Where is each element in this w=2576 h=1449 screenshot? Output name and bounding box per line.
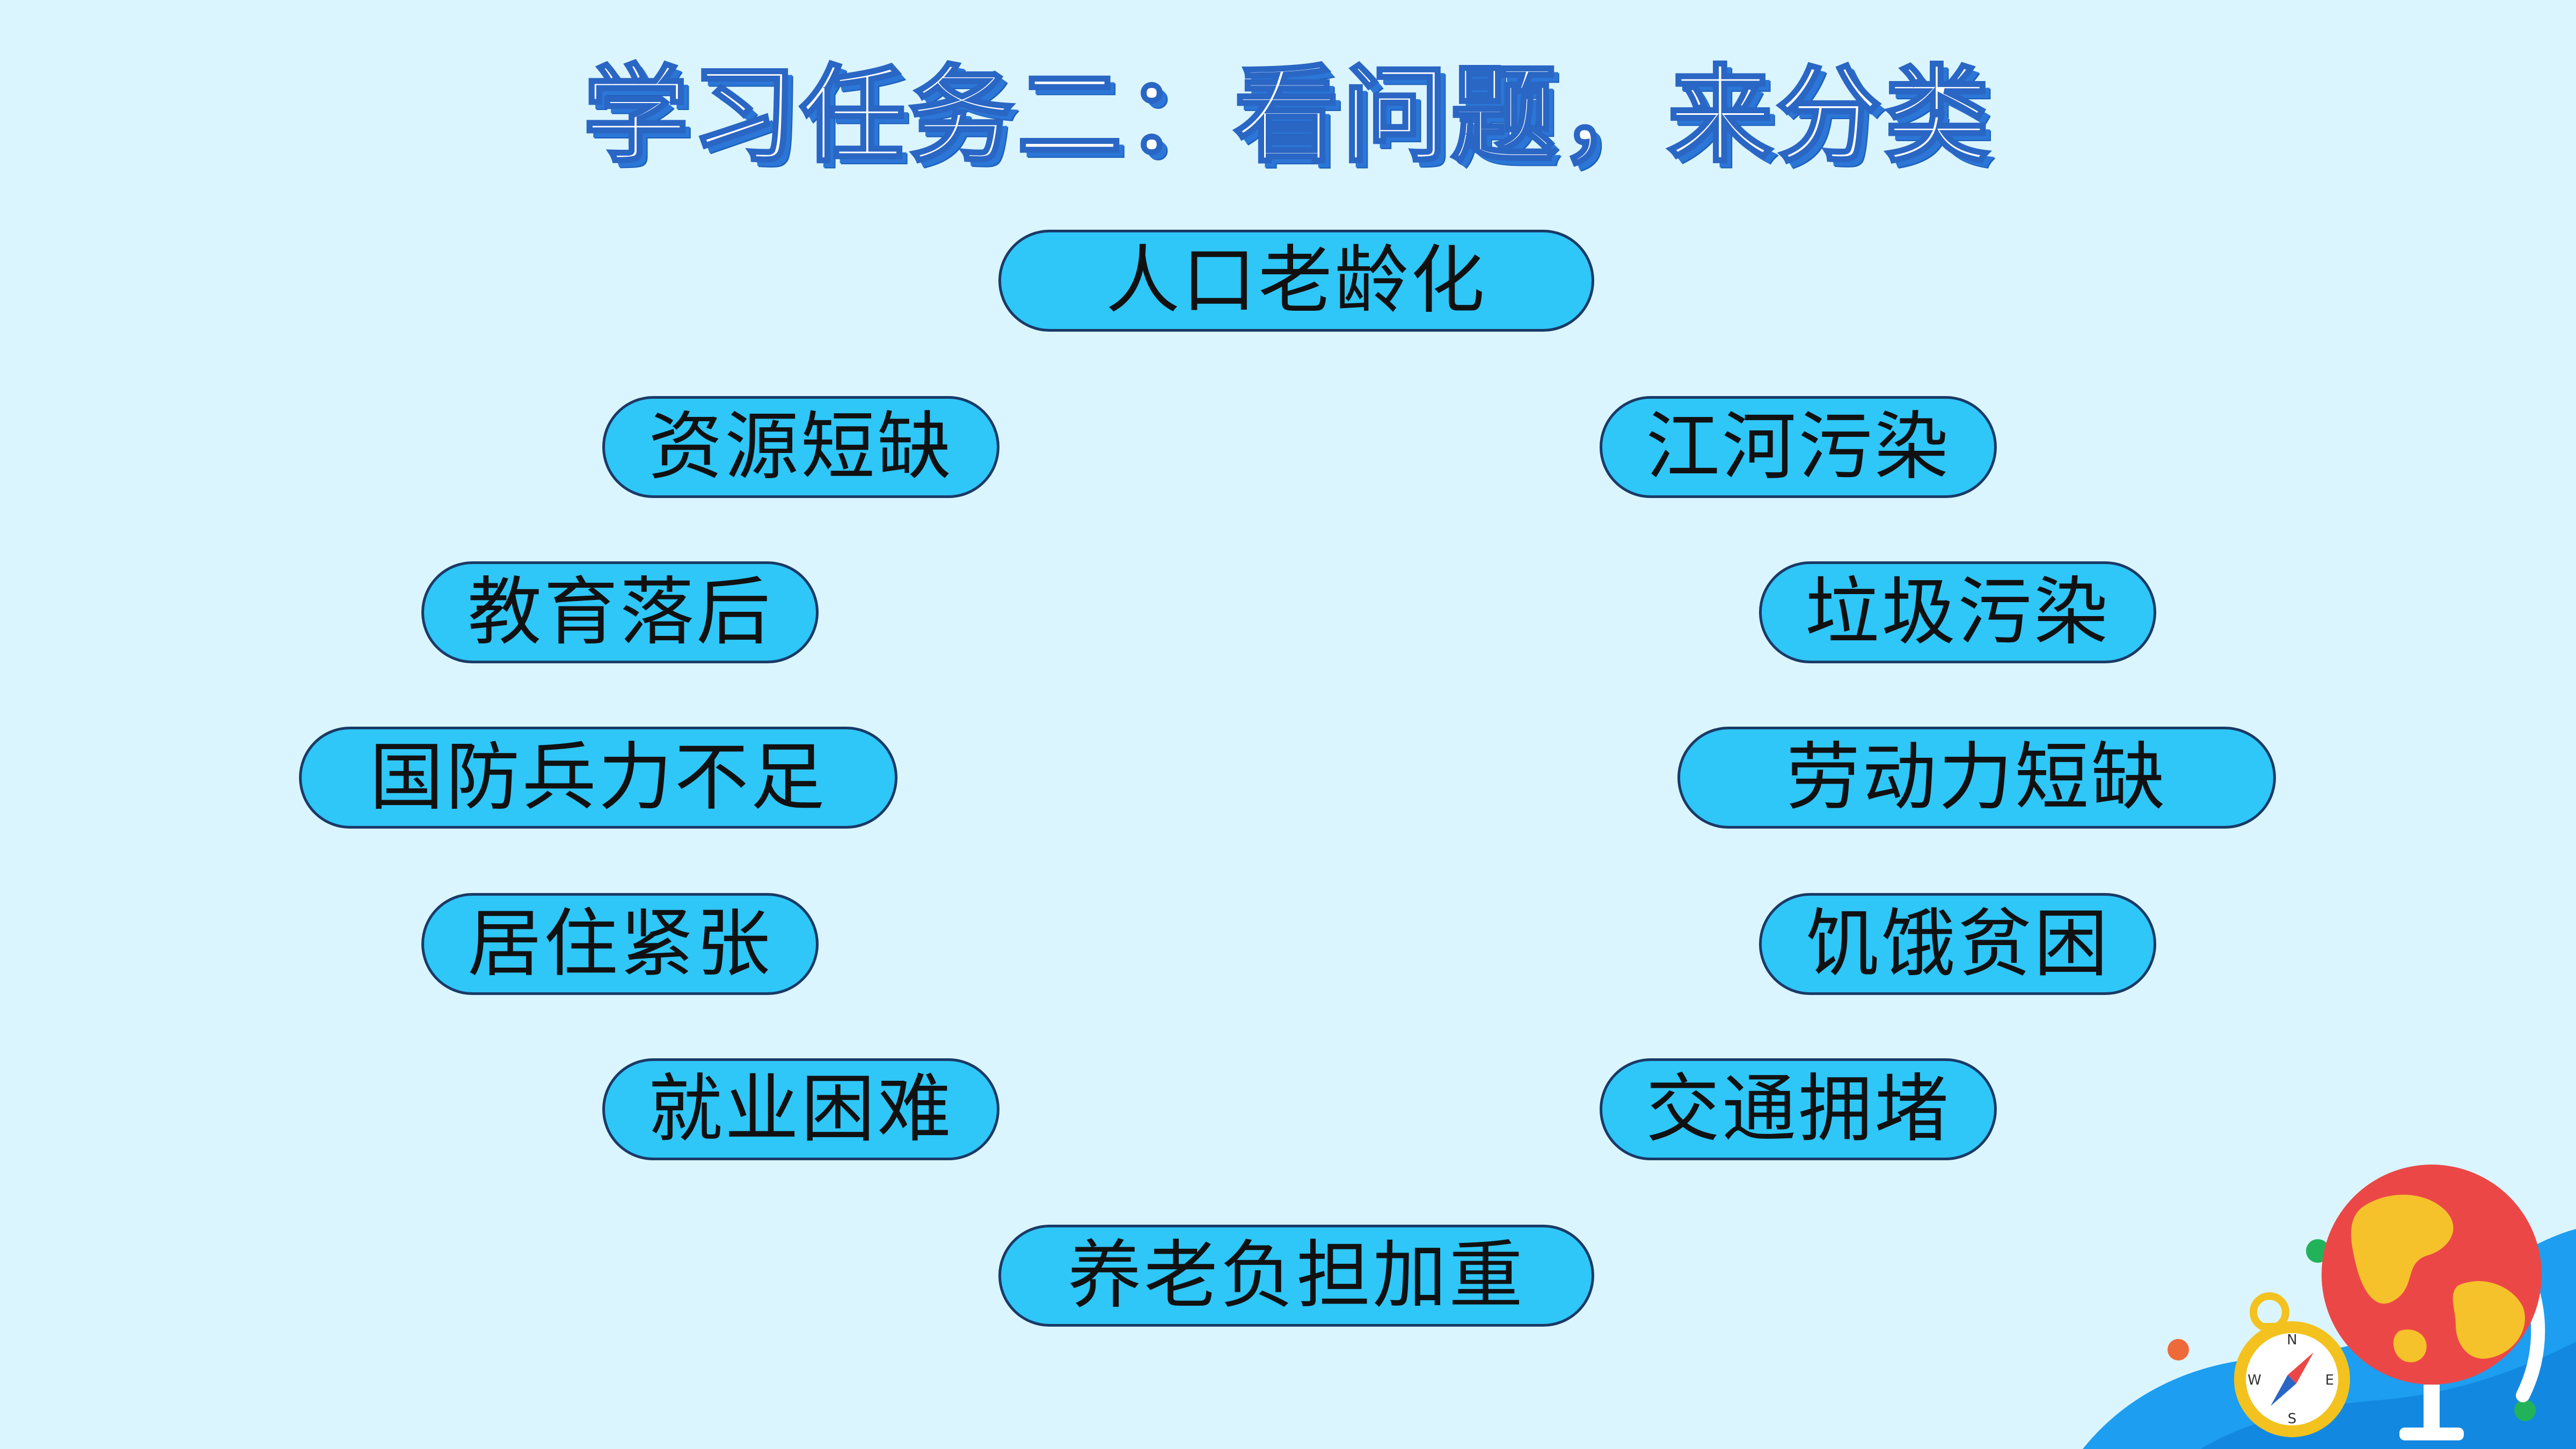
slide-title: 学习任务二：看问题，来分类	[582, 53, 1993, 179]
item-employment-difficulty[interactable]: 就业困难	[602, 1058, 999, 1160]
item-aging[interactable]: 人口老龄化	[998, 230, 1594, 332]
item-traffic-congestion[interactable]: 交通拥堵	[1600, 1058, 1997, 1160]
item-resource-shortage[interactable]: 资源短缺	[602, 396, 999, 498]
item-hunger-poverty[interactable]: 饥饿贫困	[1759, 893, 2156, 995]
svg-text:E: E	[2325, 1372, 2334, 1388]
globe-icon	[2322, 1165, 2545, 1440]
svg-text:W: W	[2247, 1372, 2261, 1388]
compass-icon: N S W E	[2234, 1292, 2350, 1437]
svg-text:S: S	[2288, 1411, 2297, 1427]
item-river-pollution[interactable]: 江河污染	[1600, 396, 1997, 498]
item-labor-shortage[interactable]: 劳动力短缺	[1677, 727, 2276, 829]
item-education-backward[interactable]: 教育落后	[421, 561, 819, 663]
item-garbage-pollution[interactable]: 垃圾污染	[1759, 561, 2156, 663]
item-elderly-burden[interactable]: 养老负担加重	[998, 1225, 1594, 1327]
item-defense-shortage[interactable]: 国防兵力不足	[299, 727, 897, 829]
item-housing-tension[interactable]: 居住紧张	[421, 893, 819, 995]
svg-text:N: N	[2287, 1332, 2297, 1348]
